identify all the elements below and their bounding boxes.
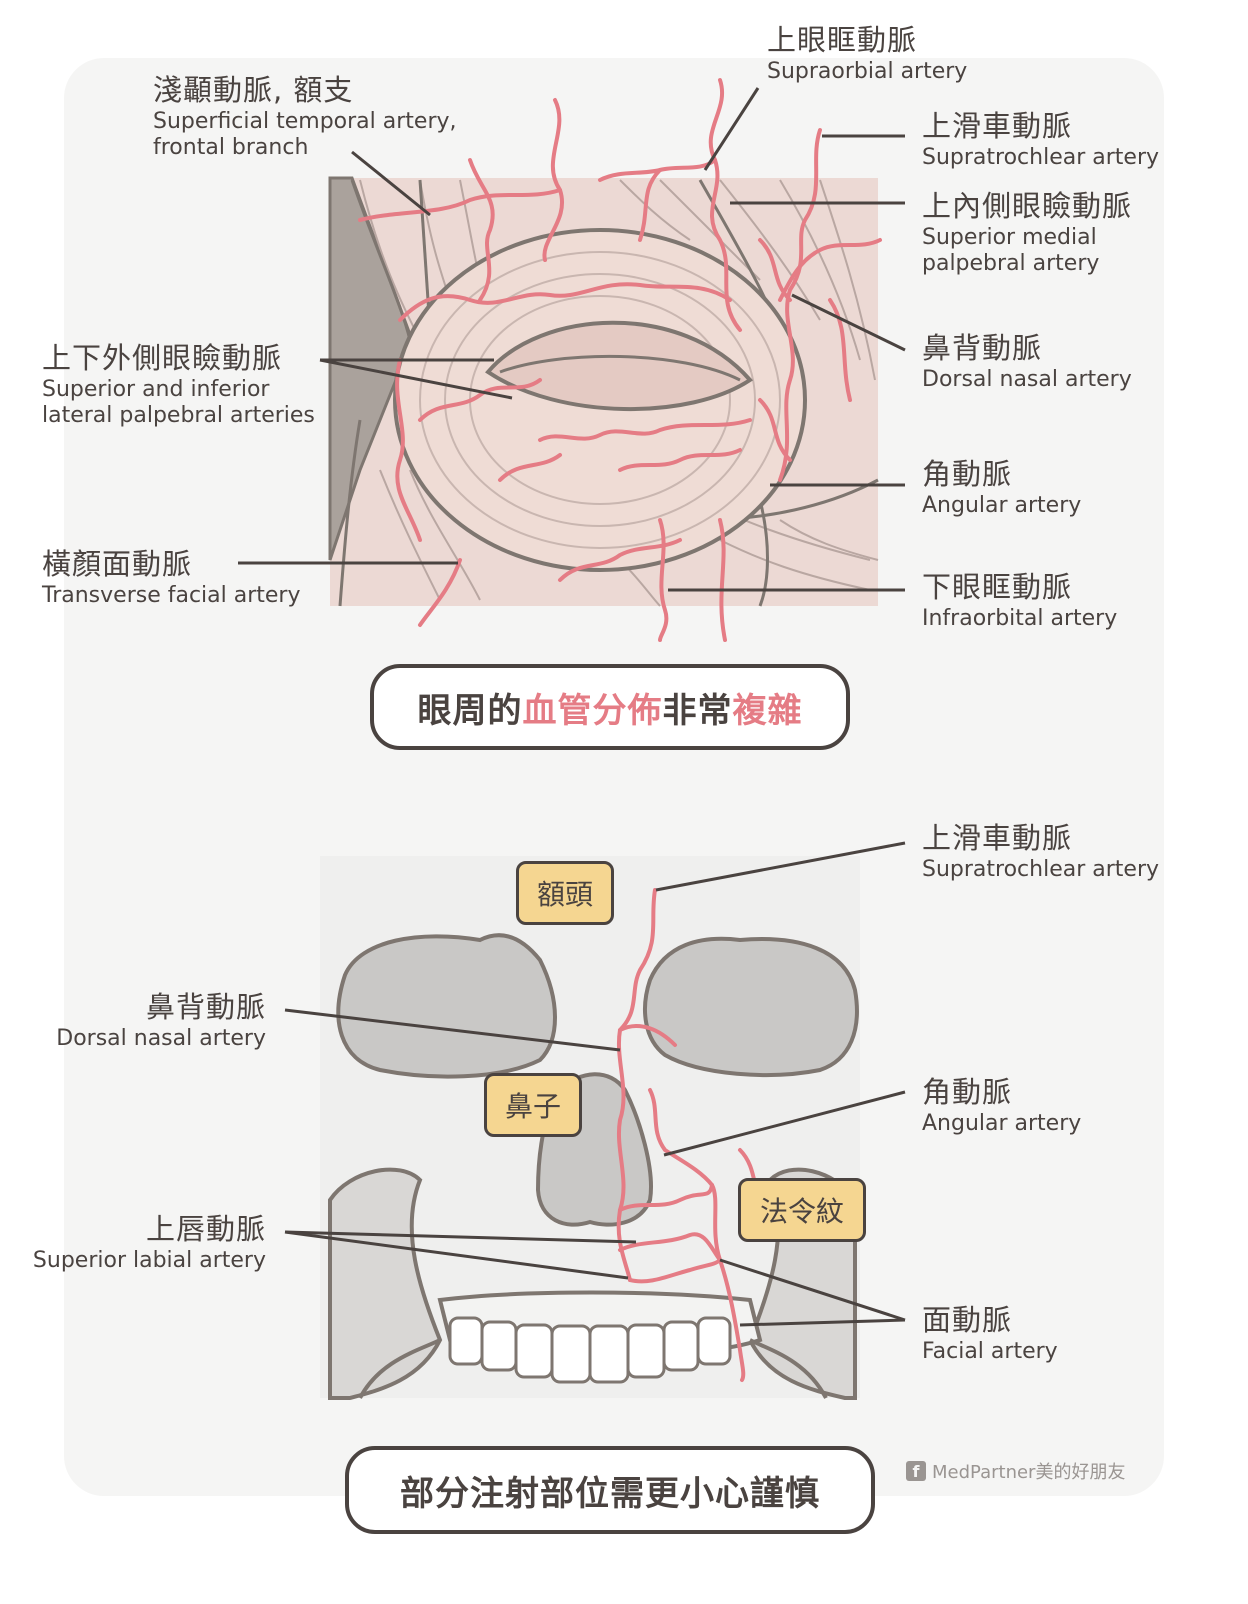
bubble-nose-text: 鼻子 (505, 1085, 561, 1125)
label-en-line1: Superficial temporal artery, (153, 109, 457, 135)
label-zh: 鼻背動脈 (922, 334, 1132, 363)
label-zh: 上唇動脈 (20, 1215, 266, 1244)
label-zh: 角動脈 (922, 1078, 1081, 1107)
label-zh: 上下外側眼瞼動脈 (42, 344, 315, 373)
bubble-forehead-text: 額頭 (537, 873, 593, 913)
label-zh: 上內側眼瞼動脈 (922, 192, 1132, 221)
label-en: Supraorbial artery (767, 59, 967, 85)
label-facial: 面動脈 Facial artery (922, 1306, 1058, 1365)
title-part-1: 眼周的 (418, 683, 523, 732)
label-en: Angular artery (922, 493, 1081, 519)
credit: f MedPartner美的好朋友 (906, 1458, 1125, 1484)
label-en-line2: palpebral artery (922, 251, 1132, 277)
label-zh: 淺顳動脈, 額支 (153, 76, 457, 105)
label-en-line1: Superior medial (922, 225, 1132, 251)
bottom-title: 部分注射部位需更小心謹慎 (345, 1446, 875, 1534)
label-infraorbital: 下眼眶動脈 Infraorbital artery (922, 573, 1117, 632)
label-superior-medial-palpebral: 上內側眼瞼動脈 Superior medial palpebral artery (922, 192, 1132, 277)
bottom-title-text: 部分注射部位需更小心謹慎 (400, 1466, 820, 1515)
label-en-line2: frontal branch (153, 135, 457, 161)
label-en: Infraorbital artery (922, 606, 1117, 632)
label-zh: 鼻背動脈 (30, 993, 266, 1022)
label-en-line2: lateral palpebral arteries (42, 403, 315, 429)
eye-muscle-illustration (330, 178, 878, 606)
label-en: Supratrochlear artery (922, 145, 1159, 171)
label-angular-bottom: 角動脈 Angular artery (922, 1078, 1081, 1137)
label-en-line1: Superior and inferior (42, 377, 315, 403)
facebook-icon: f (906, 1461, 926, 1481)
title-part-4: 複雜 (733, 683, 803, 732)
label-supratrochlear-top: 上滑車動脈 Supratrochlear artery (922, 112, 1159, 171)
label-en: Transverse facial artery (42, 583, 301, 609)
label-en: Supratrochlear artery (922, 857, 1159, 883)
label-supratrochlear-bottom: 上滑車動脈 Supratrochlear artery (922, 824, 1159, 883)
label-zh: 面動脈 (922, 1306, 1058, 1335)
bubble-forehead: 額頭 (516, 861, 614, 925)
label-superficial-temporal: 淺顳動脈, 額支 Superficial temporal artery, fr… (153, 76, 457, 161)
title-part-2: 血管分佈 (523, 683, 663, 732)
skull-illustration (320, 856, 860, 1398)
label-en: Superior labial artery (20, 1248, 266, 1274)
label-zh: 橫顏面動脈 (42, 550, 301, 579)
bubble-nose: 鼻子 (484, 1073, 582, 1137)
bubble-nasolabial: 法令紋 (738, 1178, 866, 1242)
title-part-3: 非常 (663, 683, 733, 732)
label-angular-top: 角動脈 Angular artery (922, 460, 1081, 519)
top-title: 眼周的血管分佈非常複雜 (370, 664, 850, 750)
label-dorsal-nasal-bottom: 鼻背動脈 Dorsal nasal artery (30, 993, 266, 1052)
label-zh: 角動脈 (922, 460, 1081, 489)
label-en: Dorsal nasal artery (30, 1026, 266, 1052)
label-en: Dorsal nasal artery (922, 367, 1132, 393)
label-zh: 上滑車動脈 (922, 824, 1159, 853)
label-zh: 上眼眶動脈 (767, 26, 967, 55)
label-zh: 下眼眶動脈 (922, 573, 1117, 602)
label-supraorbital: 上眼眶動脈 Supraorbial artery (767, 26, 967, 85)
credit-text: MedPartner美的好朋友 (932, 1458, 1125, 1484)
label-lateral-palpebral: 上下外側眼瞼動脈 Superior and inferior lateral p… (42, 344, 315, 429)
label-en: Angular artery (922, 1111, 1081, 1137)
label-dorsal-nasal-top: 鼻背動脈 Dorsal nasal artery (922, 334, 1132, 393)
bubble-nasolabial-text: 法令紋 (760, 1190, 844, 1230)
label-superior-labial: 上唇動脈 Superior labial artery (20, 1215, 266, 1274)
label-transverse-facial: 橫顏面動脈 Transverse facial artery (42, 550, 301, 609)
label-en: Facial artery (922, 1339, 1058, 1365)
label-zh: 上滑車動脈 (922, 112, 1159, 141)
